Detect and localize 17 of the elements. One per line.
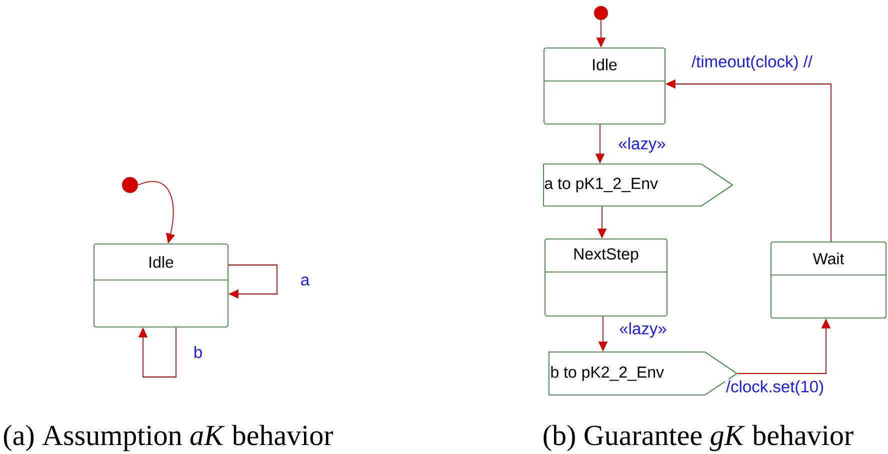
edge-label: «lazy» — [617, 136, 667, 154]
state-box: Idle — [544, 48, 666, 124]
state-box: NextStep — [544, 238, 668, 316]
initial-state-dot — [594, 6, 608, 20]
signal-send-box: a to pK1_2_Env — [543, 164, 734, 206]
edge-label: a — [299, 275, 311, 286]
subfigure-caption: (b) Guarantee gK behavior — [544, 424, 854, 452]
edge-label: /timeout(clock) // — [690, 54, 814, 72]
initial-state-dot — [122, 177, 138, 193]
arrow — [228, 264, 278, 299]
subfigure-caption: (a) Assumption aK behavior — [4, 424, 334, 452]
edge-label: b — [192, 344, 204, 360]
edge-label: «lazy» — [618, 321, 668, 339]
state-box: Idle — [94, 244, 228, 328]
state-box: Wait — [770, 242, 886, 318]
arrow — [138, 326, 176, 378]
edge-label: /clock.set(10) — [724, 379, 826, 397]
